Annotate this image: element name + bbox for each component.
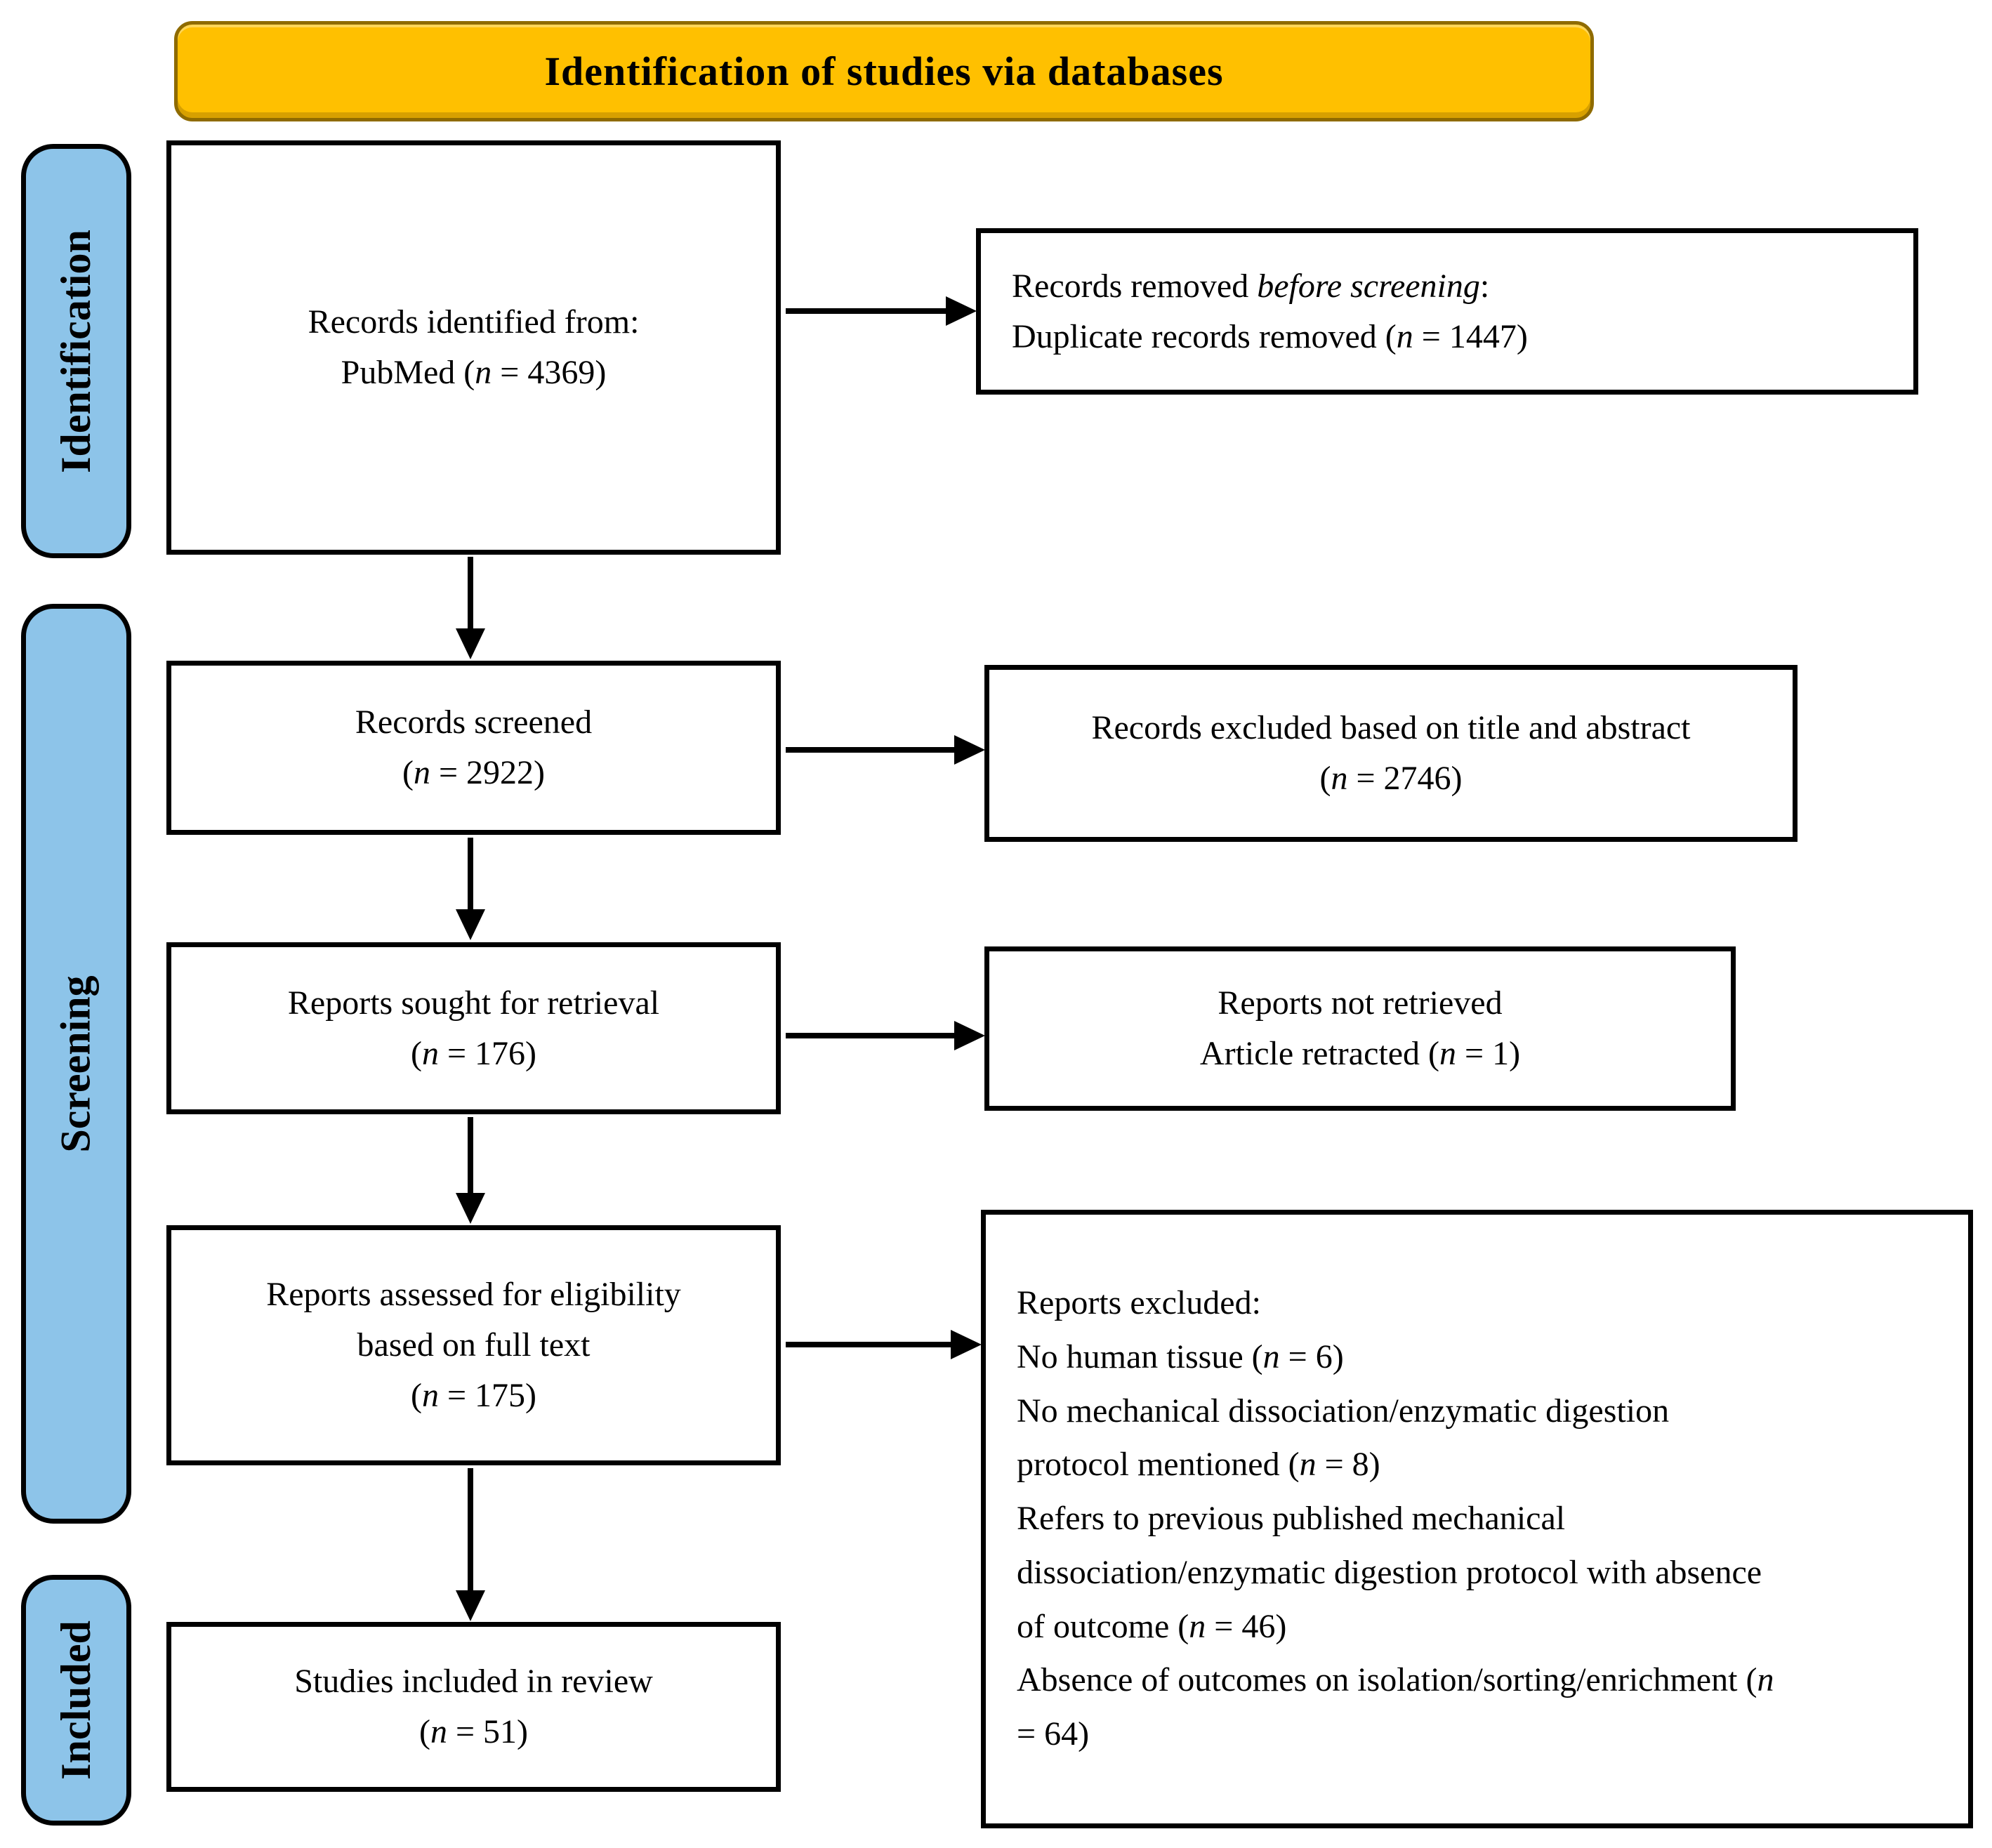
stage-label-identification: Identification xyxy=(21,144,131,558)
box-reports-sought-retrieval: Reports sought for retrieval (n = 176) xyxy=(166,942,781,1114)
arrow-assessed-to-included xyxy=(468,1468,473,1592)
stage-label-included: Included xyxy=(21,1575,131,1826)
box-records-excluded-title-abstract: Records excluded based on title and abst… xyxy=(984,665,1798,842)
text-line: Article retracted (n = 1) xyxy=(1199,1035,1521,1072)
text-line: Reports excluded: xyxy=(1017,1283,1261,1321)
text-line: Duplicate records removed (n = 1447) xyxy=(1012,317,1528,355)
stage-label-screening: Screening xyxy=(21,604,131,1524)
text-line: (n = 176) xyxy=(410,1034,537,1072)
text-line: Records excluded based on title and abst… xyxy=(1091,709,1691,746)
box-studies-included: Studies included in review (n = 51) xyxy=(166,1622,781,1792)
text-line: (n = 175) xyxy=(410,1377,537,1414)
box-reports-assessed-eligibility: Reports assessed for eligibility based on… xyxy=(166,1225,781,1465)
text-line: Refers to previous published mechanical xyxy=(1017,1500,1566,1538)
arrow-identified-to-removed xyxy=(786,308,947,314)
arrow-identified-to-screened xyxy=(468,557,473,630)
box-records-removed-before-screening: Records removed before screening: Duplica… xyxy=(976,228,1918,395)
text-line: = 64) xyxy=(1017,1715,1090,1753)
text-line: based on full text xyxy=(357,1326,591,1364)
arrow-screened-to-sought xyxy=(468,838,473,911)
text-line: (n = 2922) xyxy=(402,754,546,791)
text-line: PubMed (n = 4369) xyxy=(341,354,607,391)
text-line: dissociation/enzymatic digestion protoco… xyxy=(1017,1553,1762,1591)
text-line: Records removed before screening: xyxy=(1012,267,1490,305)
box-records-screened: Records screened (n = 2922) xyxy=(166,661,781,835)
text-line: Records identified from: xyxy=(308,303,640,341)
arrow-sought-to-not-retrieved xyxy=(786,1033,956,1038)
box-records-identified: Records identified from: PubMed (n = 4369… xyxy=(166,140,781,555)
arrow-assessed-to-excluded xyxy=(786,1342,952,1347)
text-line: (n = 2746) xyxy=(1319,760,1463,797)
text-line: No human tissue (n = 6) xyxy=(1017,1338,1344,1375)
arrow-screened-to-excluded xyxy=(786,747,956,753)
text-line: Reports assessed for eligibility xyxy=(266,1276,681,1313)
stage-label-text: Screening xyxy=(53,975,99,1153)
stage-label-text: Included xyxy=(53,1621,100,1780)
box-reports-excluded-reasons: Reports excluded: No human tissue (n = 6)… xyxy=(981,1210,1973,1828)
text-line: protocol mentioned (n = 8) xyxy=(1017,1446,1380,1484)
arrow-sought-to-assessed xyxy=(468,1117,473,1194)
header-title: Identification of studies via databases xyxy=(544,48,1224,94)
text-line: No mechanical dissociation/enzymatic dig… xyxy=(1017,1392,1670,1430)
stage-label-text: Identification xyxy=(53,229,100,473)
text-line: Reports not retrieved xyxy=(1218,984,1503,1022)
header-banner: Identification of studies via databases xyxy=(174,21,1594,121)
text-line: of outcome (n = 46) xyxy=(1017,1607,1287,1645)
text-line: Reports sought for retrieval xyxy=(287,984,660,1022)
text-line: (n = 51) xyxy=(418,1713,529,1750)
text-line: Studies included in review xyxy=(294,1663,653,1700)
text-line: Records screened xyxy=(355,704,593,741)
text-line: Absence of outcomes on isolation/sorting… xyxy=(1017,1661,1774,1699)
